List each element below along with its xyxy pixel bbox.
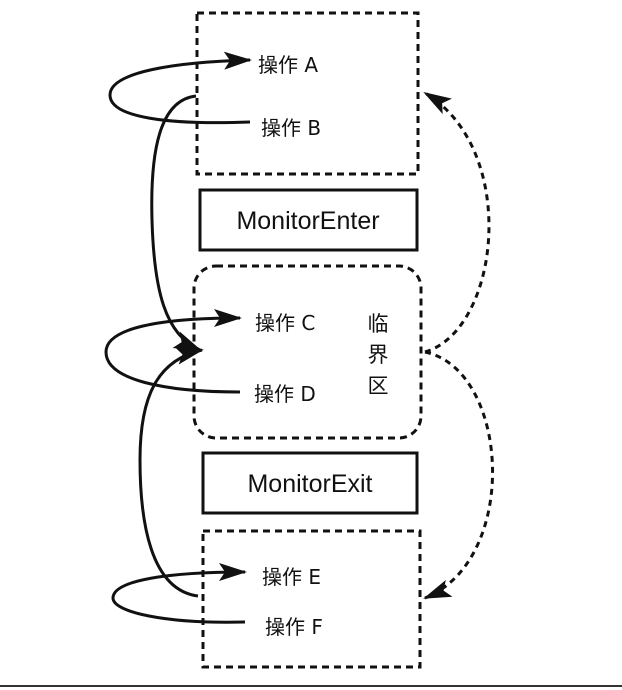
op-e-label: 操作 E bbox=[262, 565, 321, 589]
arrow-b-into-critical-section bbox=[150, 94, 202, 352]
op-f-label: 操作 F bbox=[265, 615, 323, 639]
monitor-exit-box bbox=[201, 451, 419, 515]
monitor-exit-label: MonitorExit bbox=[247, 470, 372, 498]
loop-arrow-to-op-e bbox=[111, 563, 247, 624]
op-c-label: 操作 C bbox=[255, 311, 315, 335]
dashed-arrow-to-bottom-block bbox=[423, 350, 494, 600]
critical-section-char-2: 界 bbox=[368, 343, 389, 367]
monitor-enter-label: MonitorEnter bbox=[236, 207, 379, 235]
dashed-arrow-to-top-block bbox=[423, 91, 491, 354]
loop-arrow-to-op-a bbox=[108, 51, 252, 125]
op-a-label: 操作 A bbox=[258, 53, 318, 77]
monitor-enter-box bbox=[198, 188, 419, 252]
op-d-label: 操作 D bbox=[254, 382, 316, 406]
top-block-border bbox=[195, 11, 420, 176]
op-b-label: 操作 B bbox=[261, 116, 321, 140]
critical-section-char-3: 区 bbox=[368, 374, 389, 398]
bottom-block-border bbox=[201, 529, 422, 669]
critical-section-char-1: 临 bbox=[368, 312, 389, 336]
loop-arrow-to-op-c bbox=[104, 309, 242, 394]
